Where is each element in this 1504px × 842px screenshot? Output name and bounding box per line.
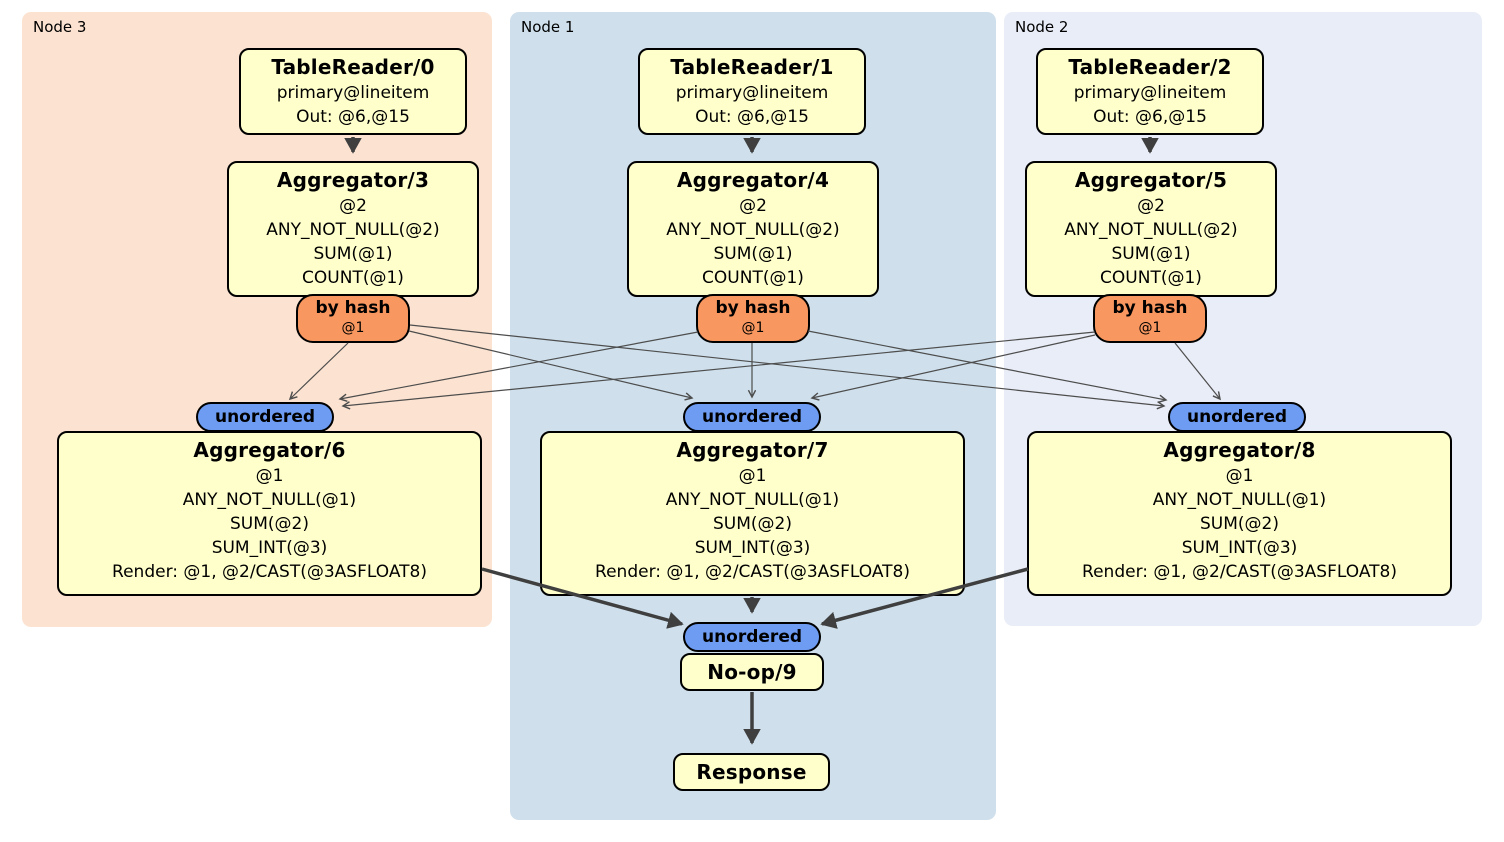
box-line: ANY_NOT_NULL(@1) bbox=[1152, 490, 1327, 510]
hash-router-badge-5: by hash @1 bbox=[1093, 294, 1207, 343]
box-line: @2 bbox=[339, 196, 367, 216]
box-title: TableReader/0 bbox=[271, 55, 435, 79]
unordered-sync-badge-left: unordered bbox=[196, 402, 334, 432]
box-line: SUM(@1) bbox=[1111, 244, 1191, 264]
hash-router-badge-4: by hash @1 bbox=[696, 294, 810, 343]
box-line: SUM_INT(@3) bbox=[1181, 538, 1298, 558]
box-title: No-op/9 bbox=[707, 660, 797, 684]
hash-router-label: by hash bbox=[715, 298, 791, 318]
box-line: Render: @1, @2/CAST(@3ASFLOAT8) bbox=[595, 562, 910, 582]
box-title: Aggregator/3 bbox=[276, 168, 430, 192]
aggregator-3-box: Aggregator/3 @2 ANY_NOT_NULL(@2) SUM(@1)… bbox=[227, 161, 479, 297]
hash-router-label: by hash bbox=[315, 298, 391, 318]
box-title: TableReader/1 bbox=[670, 55, 834, 79]
unordered-sync-badge-center: unordered bbox=[683, 402, 821, 432]
box-line: ANY_NOT_NULL(@2) bbox=[266, 220, 440, 240]
aggregator-4-box: Aggregator/4 @2 ANY_NOT_NULL(@2) SUM(@1)… bbox=[627, 161, 879, 297]
tablereader-1-box: TableReader/1 primary@lineitem Out: @6,@… bbox=[638, 48, 866, 135]
box-line: SUM(@2) bbox=[713, 514, 792, 534]
aggregator-7-box: Aggregator/7 @1 ANY_NOT_NULL(@1) SUM(@2)… bbox=[540, 431, 965, 596]
box-line: SUM(@1) bbox=[713, 244, 793, 264]
region-node1-label: Node 1 bbox=[521, 18, 575, 36]
box-line: SUM_INT(@3) bbox=[211, 538, 328, 558]
box-line: Render: @1, @2/CAST(@3ASFLOAT8) bbox=[1082, 562, 1397, 582]
box-title: Aggregator/6 bbox=[193, 438, 346, 462]
aggregator-8-box: Aggregator/8 @1 ANY_NOT_NULL(@1) SUM(@2)… bbox=[1027, 431, 1452, 596]
box-line: @1 bbox=[1225, 466, 1254, 486]
box-line: SUM_INT(@3) bbox=[694, 538, 811, 558]
box-line: Out: @6,@15 bbox=[1093, 107, 1207, 127]
hash-router-detail: @1 bbox=[341, 320, 365, 336]
box-line: SUM(@2) bbox=[230, 514, 309, 534]
response-box: Response bbox=[673, 753, 830, 791]
box-line: COUNT(@1) bbox=[702, 268, 804, 288]
hash-router-badge-3: by hash @1 bbox=[296, 294, 410, 343]
hash-router-detail: @1 bbox=[1138, 320, 1162, 336]
box-line: SUM(@2) bbox=[1200, 514, 1279, 534]
box-line: Out: @6,@15 bbox=[296, 107, 410, 127]
box-line: @2 bbox=[1137, 196, 1165, 216]
box-line: @2 bbox=[739, 196, 767, 216]
box-line: @1 bbox=[738, 466, 767, 486]
box-title: Aggregator/7 bbox=[676, 438, 829, 462]
hash-router-detail: @1 bbox=[741, 320, 765, 336]
region-node2-label: Node 2 bbox=[1015, 18, 1069, 36]
hash-router-label: by hash bbox=[1112, 298, 1188, 318]
tablereader-2-box: TableReader/2 primary@lineitem Out: @6,@… bbox=[1036, 48, 1264, 135]
aggregator-6-box: Aggregator/6 @1 ANY_NOT_NULL(@1) SUM(@2)… bbox=[57, 431, 482, 596]
box-line: Render: @1, @2/CAST(@3ASFLOAT8) bbox=[112, 562, 427, 582]
box-title: Aggregator/4 bbox=[676, 168, 830, 192]
unordered-sync-badge-right: unordered bbox=[1168, 402, 1306, 432]
box-title: TableReader/2 bbox=[1068, 55, 1232, 79]
box-line: @1 bbox=[255, 466, 284, 486]
aggregator-5-box: Aggregator/5 @2 ANY_NOT_NULL(@2) SUM(@1)… bbox=[1025, 161, 1277, 297]
box-line: primary@lineitem bbox=[1073, 83, 1227, 103]
box-line: ANY_NOT_NULL(@1) bbox=[182, 490, 357, 510]
box-line: primary@lineitem bbox=[675, 83, 829, 103]
box-title: Aggregator/5 bbox=[1074, 168, 1228, 192]
box-line: Out: @6,@15 bbox=[695, 107, 809, 127]
box-line: ANY_NOT_NULL(@2) bbox=[1064, 220, 1238, 240]
box-title: Response bbox=[696, 760, 807, 784]
box-title: Aggregator/8 bbox=[1163, 438, 1316, 462]
box-line: ANY_NOT_NULL(@2) bbox=[666, 220, 840, 240]
box-line: ANY_NOT_NULL(@1) bbox=[665, 490, 840, 510]
box-line: SUM(@1) bbox=[313, 244, 393, 264]
tablereader-0-box: TableReader/0 primary@lineitem Out: @6,@… bbox=[239, 48, 467, 135]
noop-9-box: No-op/9 bbox=[680, 653, 824, 691]
box-line: COUNT(@1) bbox=[1100, 268, 1202, 288]
unordered-sync-badge-final: unordered bbox=[683, 622, 821, 652]
box-line: COUNT(@1) bbox=[302, 268, 404, 288]
box-line: primary@lineitem bbox=[276, 83, 430, 103]
region-node3-label: Node 3 bbox=[33, 18, 87, 36]
